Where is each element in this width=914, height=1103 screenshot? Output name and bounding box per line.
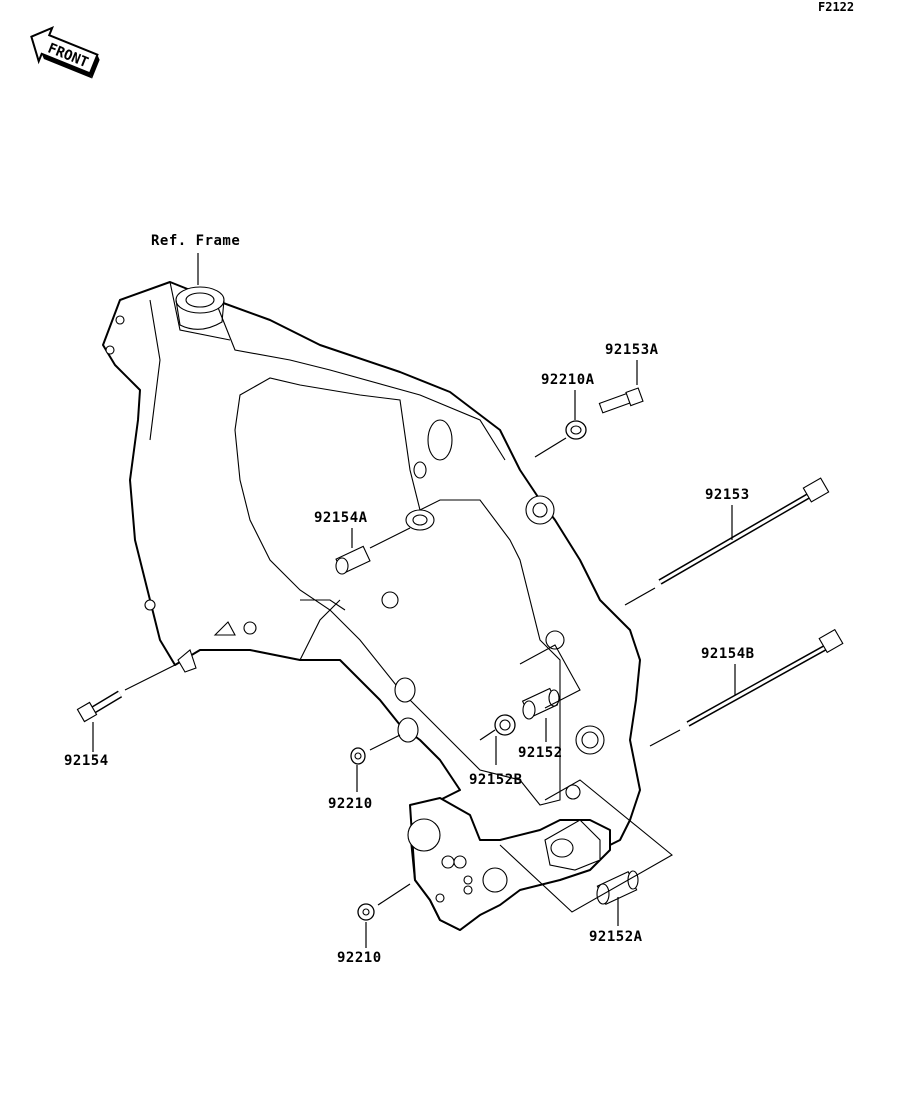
label-92154[interactable]: 92154 — [64, 753, 109, 769]
label-92210A[interactable]: 92210A — [541, 372, 595, 388]
label-92154B[interactable]: 92154B — [701, 646, 755, 662]
part-92154A-collar — [335, 545, 371, 575]
swingarm-pivot — [407, 818, 441, 852]
label-92153[interactable]: 92153 — [705, 487, 750, 503]
part-92210A-nut — [565, 420, 587, 440]
part-92153-bolt — [658, 477, 830, 585]
ref-frame-label: Ref. Frame — [151, 233, 241, 249]
label-92152B[interactable]: 92152B — [469, 772, 523, 788]
part-92152A-collar — [596, 870, 639, 905]
part-92154-bolt — [76, 690, 123, 723]
label-92152[interactable]: 92152 — [518, 745, 563, 761]
part-92153A-bolt — [598, 387, 644, 414]
part-92210-nut-lower — [357, 903, 375, 921]
part-92152B-collar — [494, 714, 516, 736]
diagram-code: F2122 — [818, 0, 855, 14]
part-92154B-bolt — [686, 628, 844, 727]
label-92152A[interactable]: 92152A — [589, 929, 643, 945]
label-92210-lower[interactable]: 92210 — [337, 950, 382, 966]
label-92210-rear[interactable]: 92210 — [328, 796, 373, 812]
front-arrow-icon: FRONT — [30, 25, 100, 79]
label-92153A[interactable]: 92153A — [605, 342, 659, 358]
part-92210-nut-rear — [350, 747, 366, 765]
label-92154A[interactable]: 92154A — [314, 510, 368, 526]
